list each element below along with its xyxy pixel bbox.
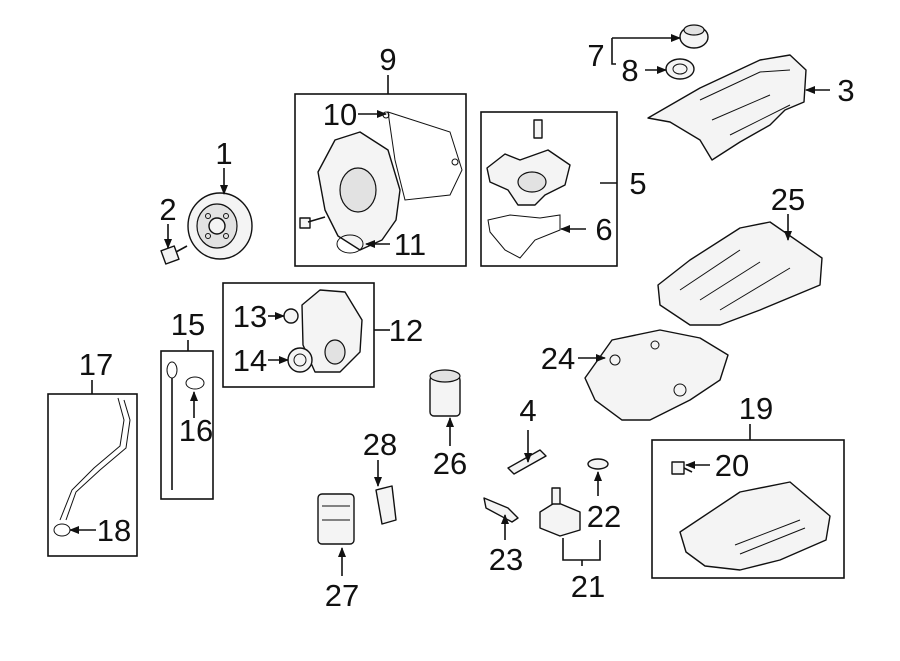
dipstick-icon: [166, 361, 205, 490]
callout-22: 22: [587, 499, 621, 534]
leader-21-bracket: [562, 538, 601, 561]
sealant-tube-2-icon: [483, 497, 519, 523]
lower-timing-cover-icon: [283, 289, 363, 373]
callout-9: 9: [379, 42, 396, 77]
group-box-15: [160, 350, 214, 500]
callout-23: 23: [489, 542, 523, 577]
callout-27: 27: [325, 578, 359, 613]
group-box-9: [294, 93, 467, 267]
callout-4: 4: [519, 393, 536, 428]
oil-filler-cap-icon: [679, 24, 709, 49]
oil-filter-icon: [429, 369, 461, 417]
cooler-gasket-icon: [375, 485, 397, 525]
callout-25: 25: [771, 182, 805, 217]
callout-1: 1: [215, 136, 232, 171]
oil-cooler-icon: [317, 493, 355, 545]
callout-20: 20: [715, 448, 749, 483]
callout-12: 12: [389, 313, 423, 348]
callout-14: 14: [233, 343, 267, 378]
callout-18: 18: [97, 513, 131, 548]
callout-13: 13: [233, 299, 267, 334]
sealant-tube-icon: [507, 449, 547, 475]
callout-10: 10: [323, 97, 357, 132]
callout-11: 11: [394, 227, 426, 262]
group-box-12: [222, 282, 375, 388]
callout-8: 8: [621, 53, 638, 88]
callout-19: 19: [739, 391, 773, 426]
group-box-5: [480, 111, 618, 267]
callout-15: 15: [171, 307, 205, 342]
callout-2: 2: [159, 192, 176, 227]
callout-24: 24: [541, 341, 575, 376]
timing-cover-icon: [299, 111, 463, 254]
callout-17: 17: [79, 347, 113, 382]
engine-cover-icon: [647, 54, 807, 161]
drain-plug-icon: [671, 461, 693, 475]
lower-oil-pan-icon: [679, 481, 831, 571]
callout-5: 5: [629, 166, 646, 201]
crankshaft-pulley-icon: [187, 192, 253, 260]
callout-3: 3: [837, 73, 854, 108]
oil-pan-gasket-icon: [584, 329, 729, 421]
cap-seal-icon: [665, 58, 695, 80]
callout-16: 16: [179, 413, 213, 448]
callout-21: 21: [571, 569, 605, 604]
oil-pump-icon: [486, 119, 571, 259]
upper-oil-pan-icon: [657, 221, 823, 326]
oil-level-sensor-icon: [539, 487, 581, 537]
leader-7-bracket: [611, 38, 616, 65]
group-box-19: [651, 439, 845, 579]
sensor-seal-icon: [587, 458, 609, 470]
callout-7: 7: [587, 38, 604, 73]
callout-6: 6: [595, 212, 612, 247]
pulley-bolt-icon: [160, 245, 188, 265]
callout-26: 26: [433, 446, 467, 481]
callout-28: 28: [363, 427, 397, 462]
